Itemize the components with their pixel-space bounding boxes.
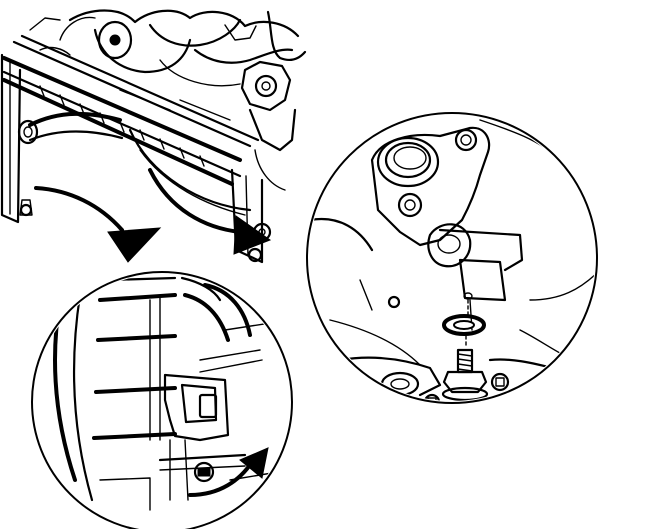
thermostat-bolt: [441, 348, 489, 401]
radiator: [0, 34, 272, 264]
thermostat-housing-bolt-detail: [306, 112, 598, 404]
removal-arrow-right: [148, 168, 272, 255]
engine-and-radiator-overview: [0, 9, 307, 264]
engine-outline: [29, 9, 307, 191]
removal-arrow-bracket: [188, 447, 269, 497]
radiator-bracket-detail: [31, 271, 293, 529]
removal-arrow-left: [34, 186, 162, 263]
